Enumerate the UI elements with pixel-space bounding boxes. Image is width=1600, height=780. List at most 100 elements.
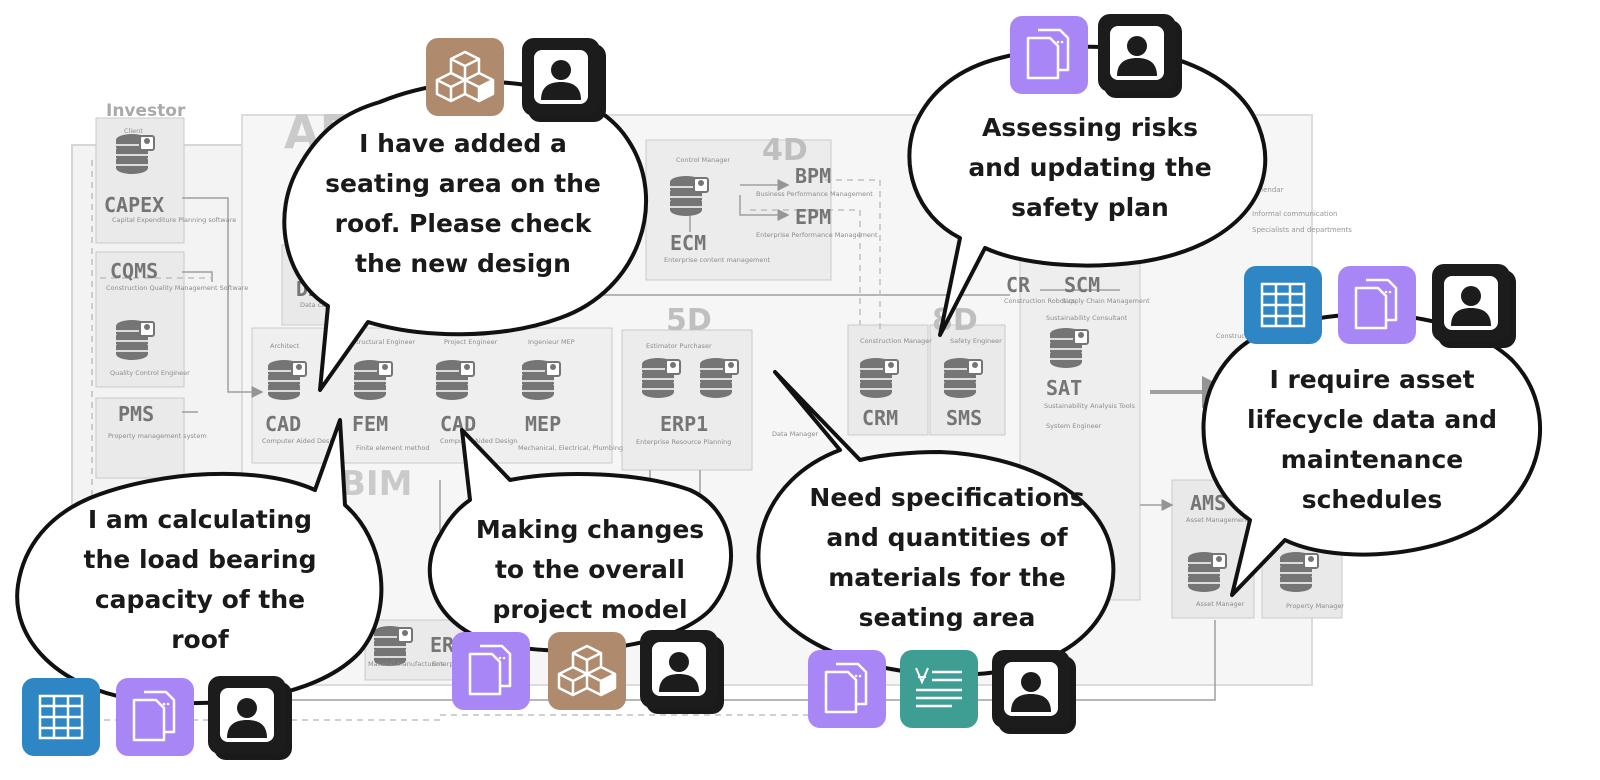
bubble-structural-line: roof xyxy=(171,625,229,654)
system-sat: SAT xyxy=(1046,376,1082,400)
desc-cad: Computer Aided Design xyxy=(262,437,339,445)
desc-ecm: Enterprise content management xyxy=(664,256,770,264)
spreadsheet-icon xyxy=(1244,266,1322,344)
system-cr: CR xyxy=(1006,273,1031,297)
bubble-architect: I have added a seating area on the roof.… xyxy=(298,124,628,284)
model-icon xyxy=(426,38,504,116)
system-crm: CRM xyxy=(862,406,898,430)
role-data-manager: Data Manager xyxy=(772,430,818,438)
documents-icon xyxy=(452,632,530,710)
bubble-architect-line: seating area on the xyxy=(325,169,601,198)
zone-5d: 5D xyxy=(666,303,712,338)
bubble-safety-shape xyxy=(907,44,1268,337)
role-property-manager: Property Manager xyxy=(1286,602,1344,610)
bubble-estimator-line: Need specifications xyxy=(809,483,1085,512)
desc-ams: Asset Management Software xyxy=(1186,516,1279,524)
user-icon xyxy=(208,676,286,754)
bubble-structural-line: the load bearing xyxy=(83,545,317,574)
documents-icon xyxy=(1010,16,1088,94)
desc-bpm: Business Performance Management xyxy=(756,190,873,198)
system-ecm: ECM xyxy=(670,231,706,255)
desc-capex: Capital Expenditure Planning software xyxy=(112,216,236,224)
bubble-estimator-line: seating area xyxy=(858,603,1036,632)
documents-icon xyxy=(1338,266,1416,344)
bubble-structural: I am calculating the load bearing capaci… xyxy=(30,500,370,660)
spreadsheet-icon xyxy=(22,678,100,756)
bubble-architect-line: the new design xyxy=(355,249,571,278)
bubble-structural-line: I am calculating xyxy=(87,505,313,534)
role-mep: Ingenieur MEP xyxy=(528,338,575,346)
system-cad-architect: CAD xyxy=(265,412,301,436)
legend-calendar: Calendar xyxy=(1252,186,1284,194)
system-scm: SCM xyxy=(1064,273,1100,297)
system-bpm: BPM xyxy=(795,164,831,188)
role-construction-manager: Construction Manager xyxy=(860,337,932,345)
role-client: Client xyxy=(124,127,143,135)
system-ams: AMS xyxy=(1190,491,1226,515)
zone-investor: Investor xyxy=(106,101,186,121)
desc-erp: Enterprise Resource Planning xyxy=(636,438,731,446)
system-epm: EPM xyxy=(795,205,831,229)
bubble-safety-line: safety plan xyxy=(1011,193,1169,222)
role-quality: Quality Control Engineer xyxy=(110,369,190,377)
zone-bim: BIM xyxy=(340,464,412,504)
user-icon xyxy=(1098,14,1176,92)
bubble-asset: I require asset lifecycle data and maint… xyxy=(1212,360,1532,520)
bubble-project-line: to the overall xyxy=(494,555,685,584)
text-document-icon xyxy=(900,650,978,728)
role-estimator: Estimator Purchaser xyxy=(646,342,712,350)
system-erp1: ERP1 xyxy=(660,412,708,436)
bubble-asset-line: lifecycle data and xyxy=(1247,405,1497,434)
zone-4d: 4D xyxy=(762,133,808,168)
system-capex: CAPEX xyxy=(104,193,164,217)
user-icon xyxy=(640,630,718,708)
desc-pms: Property management system xyxy=(108,432,207,440)
bubble-asset-line: schedules xyxy=(1301,485,1443,514)
bubble-safety-line: and updating the xyxy=(968,153,1212,182)
bubble-safety: Assessing risks and updating the safety … xyxy=(930,108,1250,228)
user-icon xyxy=(992,650,1070,728)
desc-cr: Construction Robotics xyxy=(1004,297,1076,305)
bubble-structural-line: capacity of the xyxy=(94,585,306,614)
desc-scm: Supply Chain Management xyxy=(1062,297,1150,305)
bubble-architect-line: roof. Please check xyxy=(334,209,592,238)
bubble-asset-line: I require asset xyxy=(1269,365,1475,394)
desc-mep: Mechanical, Electrical, Plumbing xyxy=(518,444,623,452)
system-cqms: CQMS xyxy=(110,259,158,283)
bubble-architect-line: I have added a xyxy=(359,129,567,158)
role-system-engineer: System Engineer xyxy=(1046,422,1102,430)
desc-fem: Finite element method xyxy=(356,444,430,452)
documents-icon xyxy=(808,650,886,728)
bubble-estimator: Need specifications and quantities of ma… xyxy=(782,478,1112,638)
desc-cqms: Construction Quality Management Software xyxy=(106,284,248,292)
bubble-project-line: Making changes xyxy=(475,515,705,544)
role-safety: Safety Engineer xyxy=(950,337,1002,345)
bubble-structural-shape xyxy=(15,418,384,705)
role-asset-manager: Asset Manager xyxy=(1196,600,1245,608)
role-sustainability: Sustainability Consultant xyxy=(1046,314,1128,322)
system-cad-project: CAD xyxy=(440,412,476,436)
system-pms: PMS xyxy=(118,402,154,426)
bubble-project-line: project model xyxy=(492,595,688,624)
system-sms: SMS xyxy=(946,406,982,430)
desc-sat: Sustainability Analysis Tools xyxy=(1044,402,1136,410)
role-control-manager: Control Manager xyxy=(676,156,730,164)
system-fem: FEM xyxy=(352,412,388,436)
role-structural: Structural Engineer xyxy=(352,338,416,346)
role-architect: Architect xyxy=(270,342,300,350)
bubble-project: Making changes to the overall project mo… xyxy=(440,510,740,630)
bubble-safety-line: Assessing risks xyxy=(981,113,1199,142)
user-icon xyxy=(522,38,600,116)
bubble-asset-line: maintenance xyxy=(1280,445,1464,474)
user-icon xyxy=(1432,264,1510,342)
system-er: ER xyxy=(430,633,455,657)
bubble-estimator-line: and quantities of xyxy=(826,523,1068,552)
role-material-manufacturers: Material manufacturers xyxy=(368,660,445,668)
system-mep: MEP xyxy=(525,412,561,436)
model-icon xyxy=(548,632,626,710)
legend-specialists: Specialists and departments xyxy=(1252,226,1352,234)
legend-informal: Informal communication xyxy=(1252,210,1337,218)
desc-cad-2: Computer Aided Design xyxy=(440,437,517,445)
documents-icon xyxy=(116,678,194,756)
